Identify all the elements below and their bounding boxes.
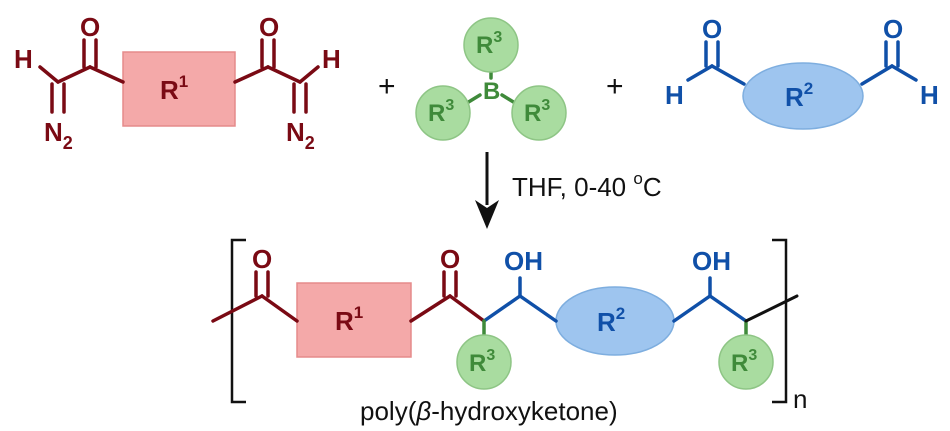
polymer-product: O O R1 OH OH R2 R3 R3 n [211,238,807,414]
bis-diazo-diketone: H O N2 O H N2 R1 [14,12,341,153]
atom-label: H [14,44,33,74]
bond [518,294,558,323]
atom-label: OH [504,246,543,276]
double-bond [254,270,270,298]
double-bond [50,82,66,114]
r3-circle [456,334,512,390]
bond [298,65,320,84]
atom-label: H [665,80,684,110]
right-bracket [772,238,788,404]
r2-ellipse [742,62,864,130]
bond [482,294,522,323]
r3-label: R3 [731,347,757,377]
bond [233,65,270,84]
atom-label: H [920,80,939,110]
atom-label: O [702,14,722,44]
double-bond [884,40,900,68]
left-bracket [230,238,246,404]
double-bond [82,38,98,69]
r3-label: R3 [524,97,550,127]
bond [708,294,748,323]
bond [860,64,894,86]
r1-label: R1 [335,303,363,336]
atom-label: N2 [286,117,315,153]
bond [56,65,92,84]
atom-label: O [252,244,272,274]
r3-circle [415,85,471,141]
r1-label: R1 [160,72,188,105]
product-name: poly(β-hydroxyketone) [360,396,618,426]
bond [448,294,486,323]
atom-label: N2 [44,117,73,153]
double-bond [292,82,308,114]
bond [890,64,918,82]
reaction-arrow [475,152,499,229]
r3-label: R3 [476,29,502,59]
r2-label: R2 [597,304,625,337]
bond [686,64,714,82]
bond [38,65,60,84]
atom-label: O [440,244,460,274]
repeat-unit-subscript: n [793,384,807,414]
r3-circle [463,17,519,73]
reaction-conditions: THF, 0-40 oC [512,169,662,202]
atom-label: O [80,12,100,42]
plus-sign: + [378,70,396,103]
atom-label: O [883,14,903,44]
bond [266,65,302,84]
boron-label: B [483,78,500,105]
double-bond [260,38,276,69]
bond [211,294,264,323]
bond [672,294,712,323]
bond [710,64,746,86]
r3-label: R3 [469,347,495,377]
dialdehyde: O H O H R2 [665,14,939,130]
r1-box [122,51,236,127]
atom-label: O [259,12,279,42]
r3-circle [511,85,567,141]
atom-label: H [322,44,341,74]
double-bond [442,270,458,298]
double-bond [704,40,720,68]
bond [744,294,799,323]
trialkylborane: B R3 R3 R3 [415,17,567,141]
atom-label: OH [692,246,731,276]
plus-sign: + [606,70,624,103]
r3-circle [718,334,774,390]
bond [409,294,452,323]
bond [260,294,299,323]
bond [88,65,125,84]
r2-label: R2 [785,79,813,112]
r3-label: R3 [428,97,454,127]
